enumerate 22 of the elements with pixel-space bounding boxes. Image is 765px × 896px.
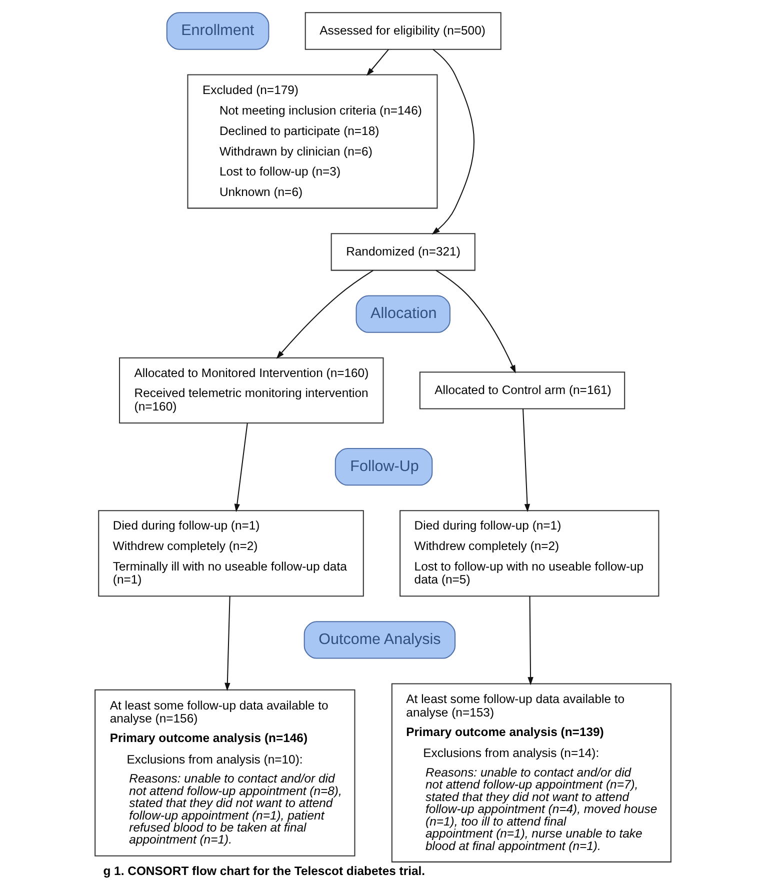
- node-box: Randomized (n=321): [330, 233, 475, 271]
- node-box: Excluded (n=179) Not meeting inclusion criteria (n=146) Declined to participate (n=18) Withdrawn by clinician (n=6) Lost to follow-up (n=3) Unknown (n=6): [186, 74, 438, 209]
- arrow: [527, 596, 533, 686]
- arrow: [276, 270, 373, 359]
- node-box: Allocation: [355, 295, 450, 333]
- node-box: Follow-Up: [334, 448, 432, 486]
- node-box: At least some follow-up data available to analyse (n=156) Primary outcome analysis (n=146) Exclusions from analysis (n=10): Reasons: unable to contact and/or did not attend follow-up appointment (n=8), stated that they did not want to attend follow-up appointment (n=1), patient refused blood to be taken at final appointment (n=1).: [94, 689, 355, 856]
- arrow: [224, 596, 230, 692]
- arrow: [435, 270, 516, 374]
- caption: g 1. CONSORT flow chart for the Telescot diabetes trial.: [102, 864, 425, 878]
- arrow: [234, 423, 248, 512]
- node-box: At least some follow-up data available to analyse (n=153) Primary outcome analysis (n=139) Exclusions from analysis (n=14): Reasons: unable to contact and/or did not attend follow-up appointment (n=7), stated that they did not want to attend follow-up appointment (n=4), moved house (n=1), too ill to attend final appointment (n=1), nurse unable to take blood at final appointment (n=1).: [390, 683, 671, 862]
- node-box: Enrollment: [166, 12, 269, 50]
- arrow: [431, 48, 474, 235]
- node-box: Outcome Analysis: [303, 621, 456, 659]
- node-box: Assessed for eligibility (n=500): [304, 12, 501, 50]
- node-box: Died during follow-up (n=1) Withdrew completely (n=2) Terminally ill with no useable follow-up data (n=1): [98, 510, 364, 597]
- arrow: [366, 49, 388, 76]
- arrow: [522, 408, 530, 512]
- node-box: Allocated to Monitored Intervention (n=160) Received telemetric monitoring intervention (n=160): [118, 357, 384, 424]
- node-box: Allocated to Control arm (n=161): [418, 372, 625, 410]
- node-box: Died during follow-up (n=1) Withdrew completely (n=2) Lost to follow-up with no useable follow-up data (n=5): [399, 510, 659, 597]
